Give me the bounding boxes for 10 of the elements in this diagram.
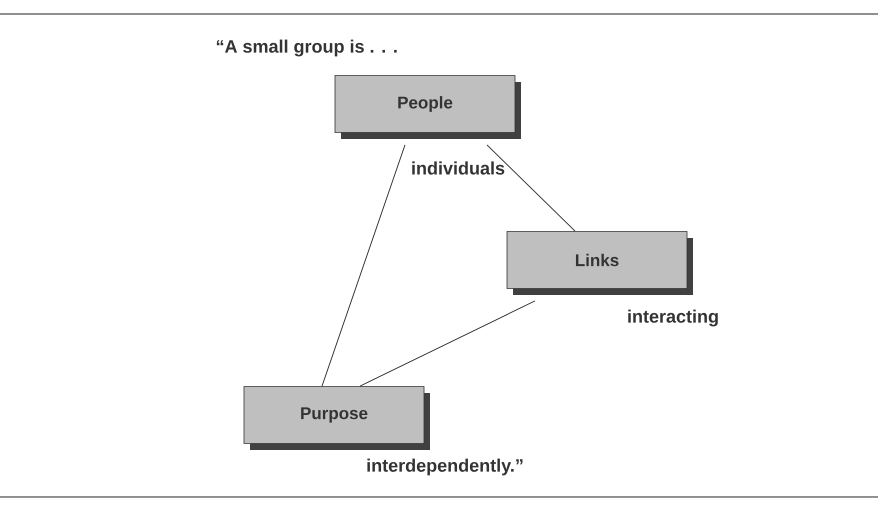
caption-text: individuals bbox=[410, 160, 506, 176]
connector-line bbox=[486, 144, 576, 232]
shaded-box: Purpose bbox=[244, 386, 430, 450]
caption-text: interacting bbox=[626, 308, 720, 328]
heading: “A small group is . . . bbox=[216, 40, 397, 56]
shaded-box: People bbox=[334, 75, 521, 139]
shaded-box: Links bbox=[506, 231, 693, 295]
connector-line bbox=[360, 300, 536, 387]
connector-line bbox=[322, 144, 406, 387]
caption-text: interdependently.” bbox=[365, 458, 525, 476]
